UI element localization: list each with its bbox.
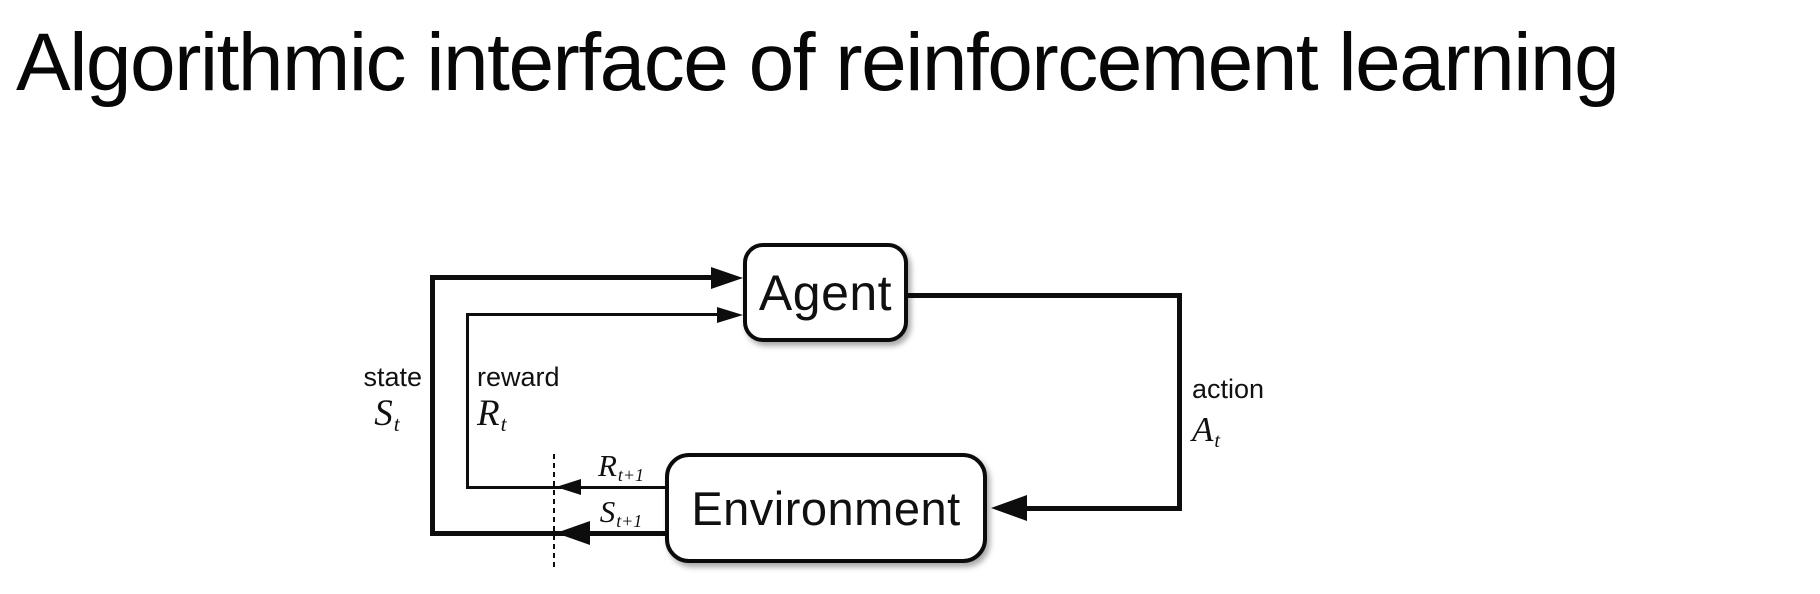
reward-loop-top-line (466, 313, 720, 316)
state-label: state (363, 362, 422, 392)
reward-symbol-base: R (477, 393, 500, 434)
action-symbol: At (1192, 410, 1220, 453)
action-label: action (1192, 374, 1265, 404)
state-loop-left-line (430, 275, 435, 536)
state-symbol-subscript: t (393, 412, 400, 436)
next-state-symbol-base: S (599, 494, 616, 529)
environment-label: Environment (691, 481, 961, 535)
agent-label: Agent (758, 264, 893, 321)
action-symbol-base: A (1192, 410, 1214, 449)
next-reward-arrowhead-icon (556, 479, 581, 495)
next-state-line (430, 531, 665, 536)
reward-symbol: Rt (477, 392, 507, 437)
action-bottom-line (1020, 506, 1182, 511)
state-symbol: St (352, 392, 422, 437)
time-step-dashed-line (553, 454, 555, 568)
action-symbol-subscript: t (1214, 429, 1221, 452)
state-arrowhead-icon (711, 267, 743, 289)
agent-node: Agent (743, 243, 908, 342)
next-reward-symbol-base: R (597, 448, 617, 483)
reward-symbol-subscript: t (500, 412, 507, 436)
environment-node: Environment (665, 453, 987, 563)
next-state-arrowhead-icon (556, 521, 590, 545)
action-top-line (904, 293, 1182, 298)
next-reward-symbol: Rt+1 (584, 448, 658, 486)
state-symbol-base: S (374, 393, 393, 434)
reward-loop-left-line (466, 313, 469, 489)
reward-label: reward (477, 362, 560, 392)
slide-title: Algorithmic interface of reinforcement l… (16, 17, 1620, 108)
next-state-symbol: St+1 (584, 494, 658, 532)
next-reward-symbol-subscript: t+1 (617, 465, 645, 486)
reward-arrowhead-icon (717, 307, 743, 323)
state-loop-top-line (430, 275, 716, 280)
action-arrowhead-icon (991, 495, 1027, 521)
next-state-symbol-subscript: t+1 (616, 511, 643, 532)
action-right-line (1177, 293, 1182, 511)
